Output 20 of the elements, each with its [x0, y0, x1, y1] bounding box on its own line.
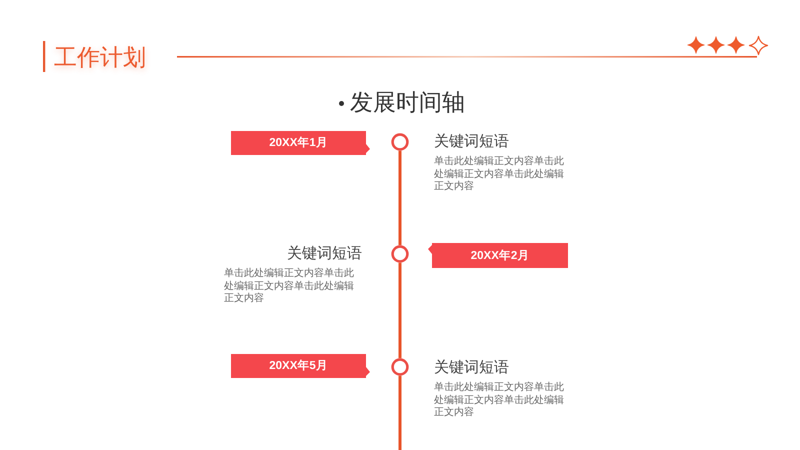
timeline-marker: [391, 133, 409, 151]
keyword-heading: 关键词短语: [286, 245, 362, 263]
page-title: 工作计划: [54, 43, 146, 71]
description-text: 单击此处编辑正文内容单击此处编辑正文内容单击此处编辑正文内容: [434, 156, 565, 194]
date-text: 20XX年5月: [268, 359, 329, 373]
description-text: 单击此处编辑正文内容单击此处编辑正文内容单击此处编辑正文内容: [224, 268, 355, 306]
timeline-line: [398, 262, 402, 358]
description-text: 单击此处编辑正文内容单击此处编辑正文内容单击此处编辑正文内容: [434, 382, 565, 420]
keyword-heading: 关键词短语: [434, 359, 510, 377]
date-text: 20XX年2月: [470, 248, 530, 262]
timeline-marker: [391, 245, 409, 263]
date-ribbon: [428, 243, 568, 268]
timeline-marker: [391, 358, 409, 376]
keyword-heading: 关键词短语: [434, 133, 510, 151]
timeline-line: [398, 150, 402, 246]
timeline-line: [398, 376, 402, 450]
date-ribbon: [231, 131, 370, 155]
date-text: 20XX年1月: [268, 136, 329, 150]
section-heading: 发展时间轴: [350, 88, 465, 116]
date-ribbon: [231, 354, 370, 378]
